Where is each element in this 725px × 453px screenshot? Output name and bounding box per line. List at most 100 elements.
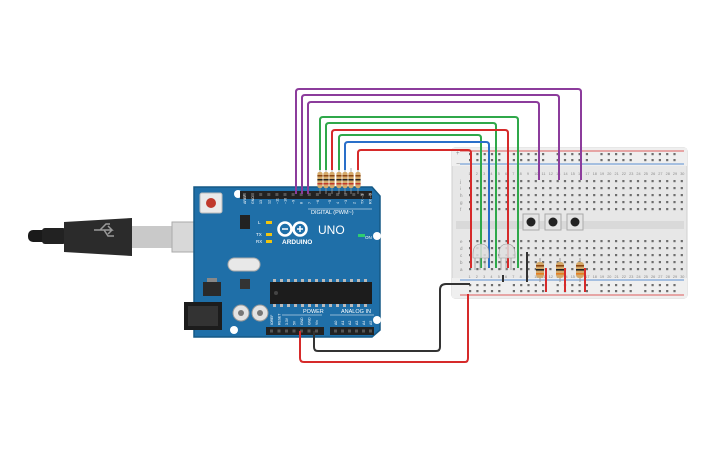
breadboard-resistors[interactable] (536, 258, 584, 282)
header-pin[interactable] (291, 193, 295, 196)
breadboard-hole (542, 180, 545, 183)
header-pin[interactable] (270, 329, 273, 333)
pin-resistor[interactable] (355, 168, 361, 194)
usb-cable[interactable] (28, 218, 195, 256)
rail-hole (534, 159, 537, 162)
rail-hole (571, 290, 574, 293)
resistor[interactable] (556, 258, 564, 282)
breadboard-hole (476, 194, 479, 197)
header-pin[interactable] (328, 193, 331, 196)
header-pin[interactable] (283, 193, 287, 196)
pin-resistor[interactable] (348, 168, 354, 194)
header-pin[interactable] (315, 193, 319, 196)
rail-hole (520, 284, 523, 287)
rgb-led-2[interactable] (498, 243, 516, 270)
chip-pin (287, 304, 290, 307)
rail-hole (483, 153, 486, 156)
rail-hole (666, 159, 669, 162)
header-pin[interactable] (315, 329, 318, 333)
header-pin[interactable] (344, 193, 348, 196)
breadboard-hole (658, 254, 661, 257)
wire-gnd-black[interactable] (313, 283, 470, 352)
header-pin[interactable] (307, 193, 311, 196)
wire-purple[interactable] (307, 101, 540, 194)
header-pin[interactable] (275, 193, 279, 196)
pin-resistor-array[interactable] (317, 168, 361, 194)
header-pin[interactable] (307, 329, 311, 333)
header-pin[interactable] (352, 193, 356, 196)
column-number: 23 (629, 275, 633, 279)
breadboard-hole (542, 247, 545, 250)
header-pin[interactable] (300, 329, 303, 333)
header-pin[interactable] (360, 193, 364, 196)
power-pin-label: 3.3V (285, 317, 289, 325)
pushbutton-cap-3[interactable] (570, 217, 580, 227)
wire-red[interactable] (331, 129, 509, 268)
wire-purple[interactable] (295, 88, 582, 194)
header-pin[interactable] (336, 193, 340, 196)
wire-purple[interactable] (301, 94, 560, 194)
pin-resistor[interactable] (336, 168, 342, 194)
chip-pin (308, 304, 311, 307)
rail-minus-label: − (456, 161, 460, 168)
header-pin[interactable] (292, 329, 296, 333)
header-pin[interactable] (267, 193, 271, 196)
header-pin[interactable] (243, 193, 246, 196)
reset-button[interactable] (206, 198, 216, 208)
breadboard-hole (469, 268, 472, 271)
rgb-leds[interactable] (472, 243, 516, 270)
header-pin[interactable] (285, 329, 288, 333)
breadboard-hole (571, 187, 574, 190)
breadboard-hole (563, 180, 567, 183)
pushbutton-cap-1[interactable] (526, 217, 536, 227)
wire-blue[interactable] (344, 141, 490, 268)
header-pin[interactable] (299, 193, 303, 196)
wire-red[interactable] (357, 149, 472, 268)
breadboard-hole (483, 187, 486, 190)
pushbutton-cap-2[interactable] (548, 217, 558, 227)
header-pin[interactable] (259, 193, 263, 196)
chip-notch (274, 291, 278, 295)
breadboard-hole (658, 261, 661, 264)
breadboard-hole (556, 187, 559, 190)
rgb-led-1[interactable] (472, 243, 490, 270)
header-pin[interactable] (369, 329, 372, 333)
breadboard-hole (636, 261, 640, 264)
breadboard-hole (571, 240, 574, 243)
header-pin[interactable] (348, 329, 351, 333)
chip-pin (357, 304, 360, 307)
header-pin[interactable] (334, 329, 337, 333)
push-buttons[interactable] (522, 213, 584, 231)
header-pin[interactable] (368, 193, 372, 196)
wire-green[interactable] (338, 134, 482, 268)
pin-resistor[interactable] (317, 168, 323, 194)
breadboard-hole (534, 201, 537, 204)
column-number: 25 (644, 172, 648, 176)
breadboard-hole (644, 194, 647, 197)
header-pin[interactable] (341, 329, 344, 333)
rail-hole (578, 290, 581, 293)
breadboard-hole (505, 208, 508, 211)
resistor[interactable] (576, 258, 584, 282)
header-pin[interactable] (355, 329, 358, 333)
breadboard-hole (658, 180, 661, 183)
breadboard-hole (505, 201, 508, 204)
breadboard-hole (549, 254, 552, 257)
pin-resistor[interactable] (323, 168, 329, 194)
breadboard-hole (666, 187, 669, 190)
wire-5v-red[interactable] (299, 294, 469, 363)
wire-green[interactable] (325, 122, 497, 268)
resistor[interactable] (536, 258, 544, 282)
pin-resistor[interactable] (342, 168, 348, 194)
wire-green[interactable] (319, 116, 519, 268)
rail-hole (563, 153, 567, 156)
rail-hole (629, 159, 632, 162)
breadboard-hole (534, 194, 537, 197)
header-pin[interactable] (251, 193, 255, 196)
header-pin[interactable] (277, 329, 281, 333)
header-pin[interactable] (362, 329, 365, 333)
pin-resistor[interactable] (329, 168, 335, 194)
rail-hole (512, 153, 515, 156)
